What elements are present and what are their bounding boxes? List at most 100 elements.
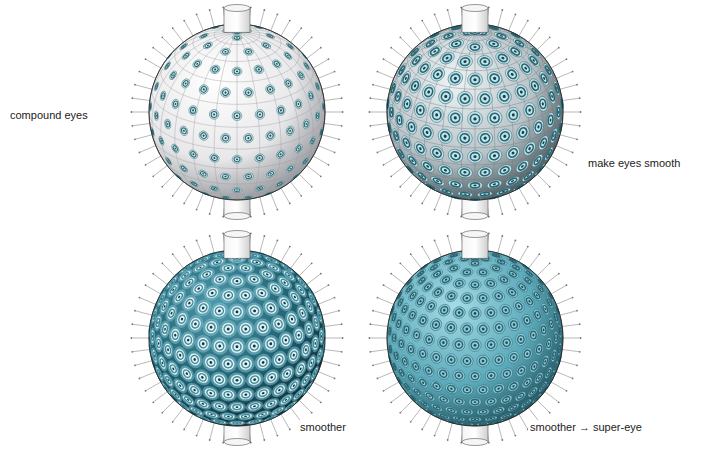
longitude-line bbox=[475, 32, 561, 149]
spike-tip bbox=[145, 58, 147, 60]
spike-tip bbox=[152, 273, 154, 275]
spike-tip bbox=[289, 246, 291, 248]
eye-ring bbox=[546, 149, 553, 158]
eye bbox=[179, 42, 188, 50]
eye bbox=[295, 274, 310, 290]
eye-pupil bbox=[283, 281, 286, 284]
eye-pupil bbox=[493, 76, 497, 80]
eye-ring bbox=[539, 138, 547, 148]
eye-lens bbox=[209, 109, 219, 120]
spike-tip bbox=[558, 47, 560, 49]
spike bbox=[197, 192, 204, 210]
eye bbox=[477, 191, 492, 198]
eye-lens bbox=[514, 123, 531, 141]
spike bbox=[391, 274, 406, 286]
spike bbox=[312, 285, 329, 295]
eye-ring bbox=[306, 302, 313, 311]
eye bbox=[393, 88, 403, 104]
eye-ring bbox=[245, 134, 253, 142]
eye-cell bbox=[228, 338, 246, 356]
eye-cell bbox=[228, 421, 246, 426]
eye-pupil bbox=[216, 261, 219, 263]
spike bbox=[561, 123, 580, 126]
spike-tip bbox=[572, 297, 574, 299]
eye-pupil bbox=[244, 267, 247, 269]
eye-ring bbox=[194, 60, 201, 67]
pole-cylinder bbox=[462, 5, 488, 33]
sphere-outline bbox=[149, 24, 325, 200]
eye-lens bbox=[179, 125, 189, 137]
eye-lens bbox=[435, 126, 455, 146]
eye-pupil bbox=[395, 134, 397, 137]
spike bbox=[173, 406, 185, 421]
eye-ring bbox=[280, 278, 289, 287]
eye-pupil bbox=[184, 274, 187, 277]
eye-ring bbox=[190, 107, 195, 113]
eye-lens bbox=[230, 340, 243, 353]
spike-tip bbox=[372, 364, 374, 366]
eye-ring bbox=[249, 341, 260, 352]
eye-lens bbox=[247, 401, 262, 412]
spike bbox=[323, 123, 342, 126]
spike-tip bbox=[576, 138, 578, 140]
longitude-line bbox=[237, 32, 322, 155]
eye-lens bbox=[532, 118, 545, 135]
eye bbox=[514, 158, 531, 174]
eye bbox=[448, 38, 465, 51]
eye-pupil bbox=[463, 60, 467, 63]
eye-ring bbox=[182, 80, 189, 87]
eye-ring bbox=[440, 165, 451, 175]
spike-tip bbox=[338, 138, 340, 140]
eye-lens bbox=[170, 143, 180, 154]
eye-ring bbox=[534, 122, 542, 132]
spike-tip bbox=[383, 164, 385, 166]
eye-lens bbox=[212, 401, 227, 412]
eye-pupil bbox=[164, 328, 166, 331]
eye-pupil bbox=[247, 91, 250, 94]
spike bbox=[131, 338, 150, 339]
eye-pupil bbox=[270, 173, 272, 175]
eye bbox=[232, 188, 242, 192]
eye-lens bbox=[242, 86, 255, 99]
eye bbox=[445, 69, 465, 88]
eye-pupil bbox=[443, 134, 447, 138]
spike-tip bbox=[328, 284, 330, 286]
eye-ring bbox=[155, 113, 158, 119]
eye-pupil bbox=[306, 65, 308, 67]
eye-lens bbox=[246, 337, 263, 354]
eye-ring bbox=[296, 145, 302, 152]
spike bbox=[317, 371, 335, 378]
eye-ring bbox=[233, 278, 241, 284]
eye-lens bbox=[419, 158, 436, 174]
eye-lens bbox=[219, 132, 232, 144]
eye bbox=[164, 119, 171, 130]
eye bbox=[504, 144, 523, 163]
eye-pupil bbox=[454, 42, 458, 45]
eye-lens bbox=[436, 162, 454, 178]
eye-pupil bbox=[156, 85, 157, 87]
eye-lens bbox=[285, 311, 299, 327]
spike bbox=[270, 418, 277, 436]
eye bbox=[165, 281, 182, 300]
eye-ring bbox=[539, 99, 546, 109]
longitude-line bbox=[398, 32, 475, 182]
eye-lens bbox=[195, 299, 212, 316]
eye-ring bbox=[287, 127, 293, 134]
eye-pupil bbox=[300, 74, 302, 76]
spike-tip bbox=[196, 435, 198, 437]
eye-pupil bbox=[391, 111, 392, 114]
eye-ring bbox=[422, 127, 433, 138]
eye-pupil bbox=[236, 115, 238, 117]
eye-lens bbox=[285, 125, 295, 137]
eye-pupil bbox=[186, 398, 189, 401]
eye-lens bbox=[221, 288, 236, 302]
eye-ring bbox=[234, 113, 240, 119]
eye-lens bbox=[438, 50, 456, 66]
eye-pupil bbox=[473, 155, 476, 158]
spike-tip bbox=[145, 284, 147, 286]
eye-pupil bbox=[155, 115, 157, 117]
eye bbox=[179, 125, 189, 137]
sphere-group bbox=[131, 5, 582, 446]
spike-tip bbox=[131, 337, 133, 339]
eye bbox=[154, 334, 163, 352]
